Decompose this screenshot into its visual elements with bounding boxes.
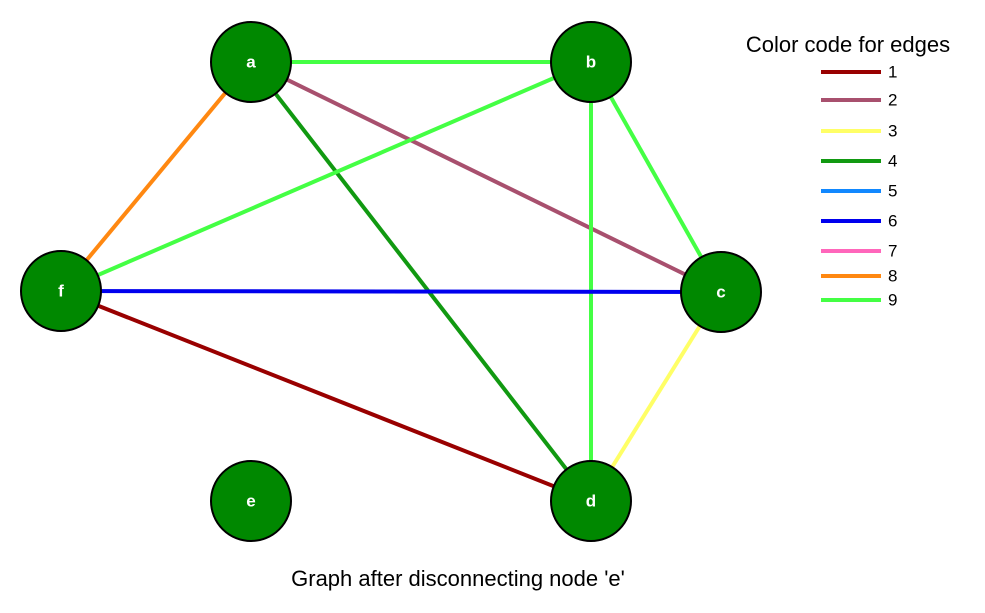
node-label: d [586, 492, 596, 511]
node-circle [20, 250, 102, 332]
legend-entry-9: 9 [821, 291, 897, 310]
node-circle [550, 21, 632, 103]
legend-label: 7 [888, 242, 897, 261]
legend-label: 9 [888, 291, 897, 310]
edge-color-legend: Color code for edges 1 2 3 4 5 6 7 8 9 [746, 32, 950, 310]
legend-entry-7: 7 [821, 242, 897, 261]
legend-title: Color code for edges [746, 32, 950, 57]
node-circle [210, 460, 292, 542]
legend-entry-6: 6 [821, 212, 897, 231]
legend-entries: 1 2 3 4 5 6 7 8 9 [821, 63, 897, 310]
node-label: c [716, 283, 725, 302]
edge-a-c [250, 60, 722, 294]
node-circle [210, 21, 292, 103]
node-circle [550, 460, 632, 542]
legend-label: 4 [888, 152, 897, 171]
edge-c-d [589, 290, 723, 503]
legend-entry-2: 2 [821, 91, 897, 110]
legend-label: 8 [888, 267, 897, 286]
graph-caption: Graph after disconnecting node 'e' [291, 566, 625, 591]
legend-label: 5 [888, 182, 897, 201]
nodes-layer: a b c d e f [20, 21, 762, 542]
legend-entry-8: 8 [821, 267, 897, 286]
node-label: e [246, 492, 255, 511]
node-b: b [550, 21, 632, 103]
legend-label: 6 [888, 212, 897, 231]
node-e: e [210, 460, 292, 542]
edge-d-f [60, 289, 592, 503]
node-label: b [586, 53, 596, 72]
legend-entry-3: 3 [821, 122, 897, 141]
legend-entry-1: 1 [821, 63, 897, 82]
node-label: f [58, 282, 64, 301]
edge-a-f [59, 60, 253, 293]
legend-label: 2 [888, 91, 897, 110]
legend-entry-5: 5 [821, 182, 897, 201]
edge-a-d [249, 60, 593, 503]
node-f: f [20, 250, 102, 332]
edge-b-f [60, 60, 592, 293]
edges-layer [59, 60, 723, 503]
legend-label: 1 [888, 63, 897, 82]
node-c: c [680, 251, 762, 333]
node-d: d [550, 460, 632, 542]
node-circle [680, 251, 762, 333]
legend-label: 3 [888, 122, 897, 141]
edge-c-f [60, 289, 722, 294]
node-label: a [246, 53, 256, 72]
node-a: a [210, 21, 292, 103]
edge-b-c [589, 61, 723, 293]
legend-entry-4: 4 [821, 152, 897, 171]
